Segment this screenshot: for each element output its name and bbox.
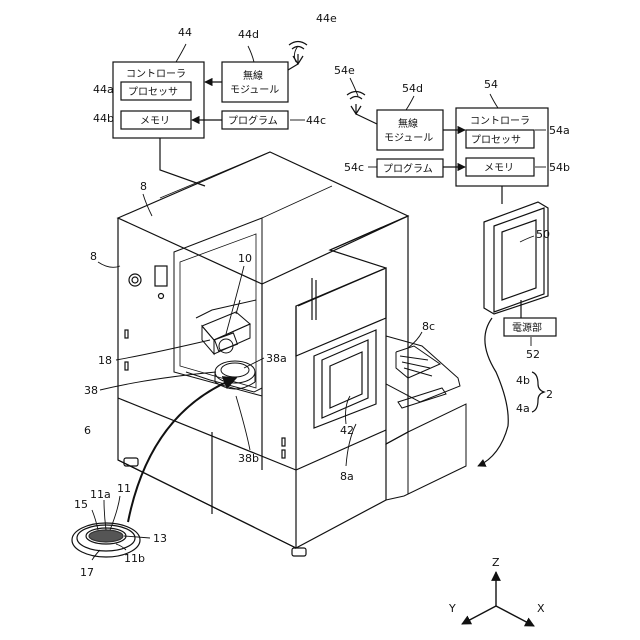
processing-machine — [118, 152, 408, 556]
wireless-module-44d-box — [222, 62, 288, 102]
ref-38: 38 — [84, 384, 98, 397]
ref-8-top: 8 — [140, 180, 147, 193]
tablet-device — [484, 202, 548, 314]
ref-11b: 11b — [124, 552, 145, 565]
ref-54b: 54b — [549, 161, 570, 174]
display-50-screen — [502, 220, 536, 300]
brace-2 — [532, 372, 544, 412]
ref-15: 15 — [74, 498, 88, 511]
ref-18: 18 — [98, 354, 112, 367]
ref-38a: 38a — [266, 352, 287, 365]
ref-17: 17 — [80, 566, 94, 579]
controller-44-connection — [160, 138, 205, 186]
ref-44: 44 — [178, 26, 192, 39]
transfer-arrow — [128, 378, 236, 522]
ref-52: 52 — [526, 348, 540, 361]
antenna-44e-icon — [288, 42, 307, 71]
ref-44a: 44a — [93, 83, 114, 96]
power-52-label: 電源部 — [512, 321, 542, 334]
ref-44c: 44c — [306, 114, 326, 127]
ref-8a: 8a — [340, 470, 354, 483]
ref-42: 42 — [340, 424, 354, 437]
ref-54e: 54e — [334, 64, 355, 77]
ref-11: 11 — [117, 482, 131, 495]
ref-54d: 54d — [402, 82, 423, 95]
axis-z-label: Z — [492, 556, 500, 569]
controller-44-title: コントローラ — [126, 68, 186, 80]
ref-2: 2 — [546, 388, 553, 401]
ref-38b: 38b — [238, 452, 259, 465]
ref-13: 13 — [153, 532, 167, 545]
processor-54a-label: プロセッサ — [471, 134, 521, 146]
program-44c-label: プログラム — [228, 114, 278, 127]
wireless-44d-line2: モジュール — [230, 85, 279, 96]
ref-44d: 44d — [238, 28, 259, 41]
xyz-axis-indicator — [462, 572, 534, 626]
ref-8c: 8c — [422, 320, 435, 333]
wireless-54d-line2: モジュール — [384, 133, 433, 144]
ref-50: 50 — [536, 228, 550, 241]
wafer-11-surface — [89, 530, 123, 542]
ref-6: 6 — [84, 424, 91, 437]
memory-54b-label: メモリ — [484, 163, 514, 174]
ref-44b: 44b — [93, 112, 114, 125]
ref-4a: 4a — [516, 402, 530, 415]
ref-54: 54 — [484, 78, 498, 91]
wireless-44d-line1: 無線 — [243, 69, 263, 82]
axis-x-label: X — [537, 602, 545, 615]
x-axis-arrow — [496, 606, 534, 626]
tray-8c — [386, 336, 466, 500]
ref-44e: 44e — [316, 12, 337, 25]
antenna-54e-icon — [347, 92, 377, 125]
memory-44b-label: メモリ — [140, 116, 170, 127]
ref-54a: 54a — [549, 124, 570, 137]
ref-8-side: 8 — [90, 250, 97, 263]
ref-54c: 54c — [344, 161, 364, 174]
internal-mechanism — [186, 300, 262, 400]
y-axis-arrow — [462, 606, 496, 624]
wireless-54d-line1: 無線 — [398, 117, 418, 130]
axis-y-label: Y — [448, 602, 456, 615]
ref-4b: 4b — [516, 374, 530, 387]
tablet-to-machine-arrow — [478, 318, 508, 466]
controller-54-title: コントローラ — [470, 115, 530, 127]
program-54c-label: プログラム — [383, 162, 433, 175]
processor-44a-label: プロセッサ — [128, 86, 178, 98]
wireless-module-54d-box — [377, 110, 443, 150]
ref-11a: 11a — [90, 488, 111, 501]
ref-10: 10 — [238, 252, 252, 265]
